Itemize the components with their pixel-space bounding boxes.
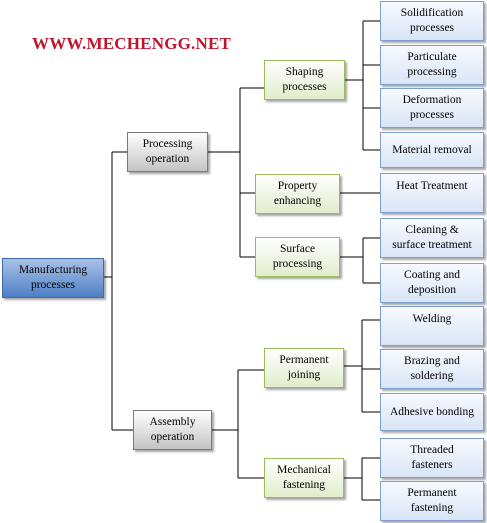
node-label-line1: Property (277, 180, 318, 192)
node-label-line1: Manufacturing (18, 264, 88, 276)
node-label-line2: processing (407, 66, 457, 78)
node-label-line1: Adhesive bonding (389, 405, 474, 418)
node-label-line1: Coating and (404, 269, 460, 281)
node-coating-deposition: Coating and deposition (380, 263, 484, 303)
node-shaping-processes: Shaping processes (264, 60, 345, 100)
node-label-line1: Threaded (410, 444, 454, 456)
node-label-line1: Particulate (407, 51, 457, 63)
node-label-line2: processes (282, 81, 327, 93)
node-label-line2: operation (145, 153, 190, 165)
node-particulate-processing: Particulate processing (380, 45, 484, 85)
site-watermark: WWW.MECHENGG.NET (32, 34, 232, 53)
node-surface-processing: Surface processing (255, 237, 340, 277)
node-label-line1: Cleaning & (405, 224, 459, 236)
node-label-line2: fastening (282, 479, 326, 491)
node-label-line2: operation (150, 431, 195, 443)
node-mechanical-fastening: Mechanical fastening (264, 458, 344, 498)
node-property-enhancing: Property enhancing (255, 174, 340, 214)
node-material-removal: Material removal (380, 132, 484, 168)
node-label-line1: Permanent (407, 487, 457, 499)
node-label-line1: Processing (142, 138, 193, 150)
node-deformation-processes: Deformation processes (380, 88, 484, 128)
node-label-line2: processing (272, 258, 323, 270)
node-label-line2: processes (409, 22, 455, 34)
node-manufacturing-processes: Manufacturing processes (2, 258, 104, 298)
node-label-line2: fasteners (411, 459, 453, 471)
node-solidification-processes: Solidification processes (380, 1, 484, 41)
node-label-line1: Material removal (392, 143, 472, 156)
node-permanent-fastening: Permanent fastening (380, 481, 484, 521)
node-label-line1: Surface (279, 243, 316, 255)
node-label-line1: Brazing and (404, 355, 460, 367)
node-label-line2: enhancing (273, 195, 322, 207)
node-label-line1: Mechanical (277, 464, 331, 476)
node-label-line2: surface treatment (392, 239, 472, 251)
node-processing-operation: Processing operation (127, 132, 208, 172)
node-permanent-joining: Permanent joining (264, 348, 344, 388)
node-welding: Welding (380, 306, 484, 346)
node-label-line1: Permanent (279, 354, 329, 366)
node-adhesive-bonding: Adhesive bonding (380, 393, 484, 431)
node-cleaning-surface-treatment: Cleaning & surface treatment (380, 218, 484, 258)
node-assembly-operation: Assembly operation (133, 410, 212, 450)
node-label-line1: Deformation (402, 94, 462, 106)
node-label-line1: Heat Treatment (396, 180, 468, 192)
node-label-line2: soldering (410, 370, 454, 382)
node-label-line2: processes (30, 279, 76, 291)
node-label-line2: fastening (410, 502, 454, 514)
node-threaded-fasteners: Threaded fasteners (380, 438, 484, 478)
node-label-line2: joining (287, 369, 321, 381)
node-label-line1: Shaping (285, 66, 324, 78)
node-label-line1: Assembly (149, 416, 196, 428)
node-label-line2: deposition (408, 284, 456, 296)
node-heat-treatment: Heat Treatment (380, 173, 484, 213)
node-brazing-soldering: Brazing and soldering (380, 349, 484, 389)
node-label-line1: Welding (412, 313, 452, 325)
node-label-line2: processes (409, 109, 455, 121)
node-label-line1: Solidification (400, 7, 464, 19)
